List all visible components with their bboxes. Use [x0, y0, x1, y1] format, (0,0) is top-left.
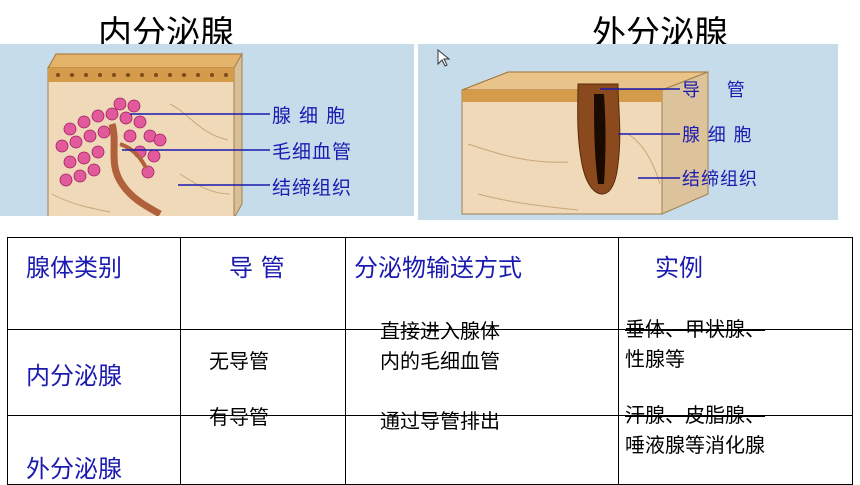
table-cell: 外分泌腺: [7, 415, 181, 485]
label-duct: 导 管: [682, 80, 746, 101]
exocrine-illustration: 导 管 腺 细 胞 结缔组织: [418, 44, 838, 220]
label-connective-tissue: 结缔组织: [272, 177, 353, 199]
endocrine-tissue-figure: [47, 52, 270, 216]
table-header-cell: 实例: [618, 237, 853, 330]
label-capillary: 毛细血管: [272, 141, 353, 163]
table-header-cell: 腺体类别: [7, 237, 181, 330]
table-header-cell: 分泌物输送方式: [345, 237, 619, 330]
exocrine-tissue-figure: [437, 48, 709, 215]
table-header-row: 腺体类别 导 管 分泌物输送方式 实例: [7, 237, 853, 330]
label-exo-gland-cell: 腺 细 胞: [682, 125, 753, 146]
label-gland-cell: 腺 细 胞: [272, 105, 347, 127]
table-header-cell: 导 管: [180, 237, 346, 330]
table-cell: 汗腺、皮脂腺、 唾液腺等消化腺: [618, 403, 853, 485]
gland-comparison-table: 腺体类别 导 管 分泌物输送方式 实例 内分泌腺 无导管 直接进入腺体 内的毛细…: [7, 237, 853, 485]
label-exo-connective: 结缔组织: [682, 169, 758, 190]
table-cell: 直接进入腺体 内的毛细血管: [345, 319, 619, 416]
table-cell: 通过导管排出: [345, 409, 619, 485]
table-cell: 内分泌腺: [7, 329, 181, 416]
table-cell: 无导管: [180, 329, 346, 416]
cursor-icon: [437, 48, 451, 67]
table-cell: 有导管: [180, 405, 346, 485]
table-row: 外分泌腺 有导管 通过导管排出 汗腺、皮脂腺、 唾液腺等消化腺: [7, 403, 853, 485]
endocrine-illustration: 腺 细 胞 毛细血管 结缔组织: [0, 44, 414, 216]
